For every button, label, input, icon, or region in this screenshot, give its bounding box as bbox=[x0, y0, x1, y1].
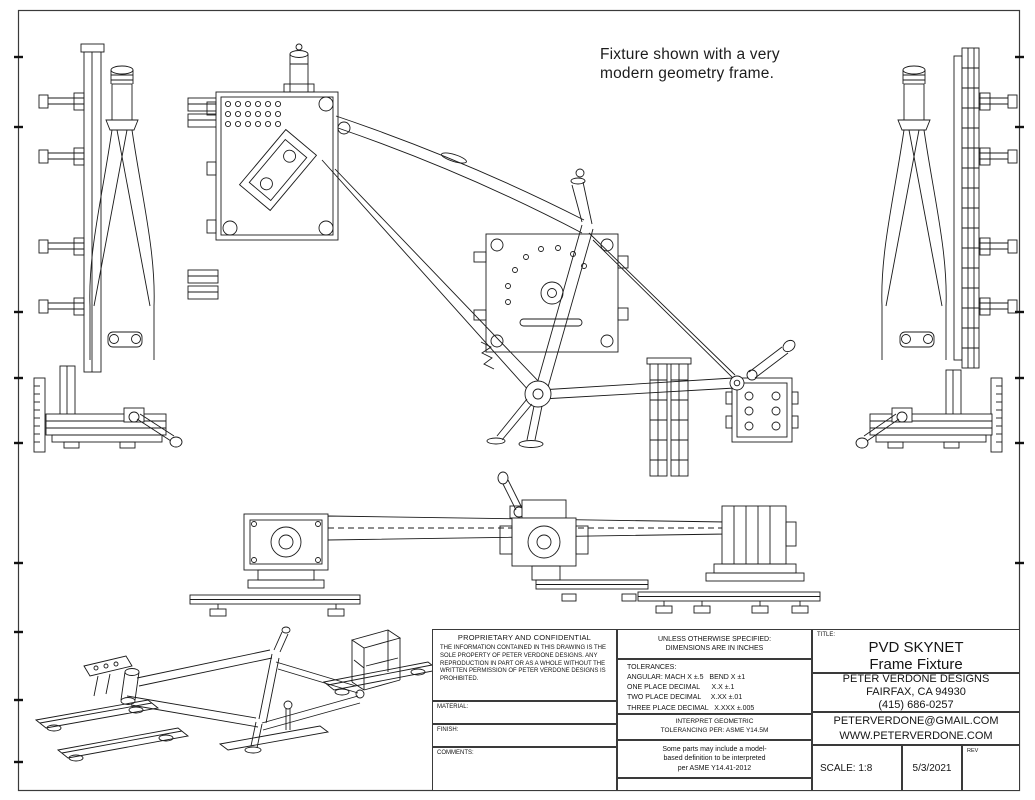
frame-front-silhouette bbox=[89, 65, 155, 360]
iso-front-plate bbox=[83, 655, 133, 697]
zone-ticks bbox=[14, 55, 1024, 764]
mbd-note-cell: Some parts may include a model- based de… bbox=[617, 740, 812, 778]
material-cell: MATERIAL: bbox=[432, 701, 617, 724]
rev-label: REV bbox=[967, 748, 979, 754]
finish-cell: FINISH: bbox=[432, 724, 617, 747]
proprietary-body: THE INFORMATION CONTAINED IN THIS DRAWIN… bbox=[440, 645, 607, 683]
contact-cell: PETERVERDONE@GMAIL.COM WWW.PETERVERDONE.… bbox=[812, 712, 1020, 745]
base-assembly bbox=[45, 365, 183, 449]
drawing-title-line1: PVD SKYNET bbox=[868, 639, 964, 656]
left-pedestal bbox=[243, 513, 329, 589]
proprietary-heading: PROPRIETARY AND CONFIDENTIAL bbox=[457, 633, 592, 642]
bike-frame bbox=[321, 115, 739, 400]
iso-rear-tower bbox=[350, 629, 402, 691]
iso-base-rails bbox=[34, 699, 330, 762]
left-rail-stubs bbox=[187, 97, 219, 300]
scale-cell: SCALE: 1:8 bbox=[812, 745, 902, 791]
tower-plate-edge bbox=[953, 47, 980, 369]
rev-cell: REV bbox=[962, 745, 1020, 791]
top-post bbox=[283, 43, 315, 93]
view-plan bbox=[189, 471, 821, 617]
iso-rear-rail bbox=[322, 661, 440, 696]
company-cell: PETER VERDONE DESIGNS FAIRFAX, CA 94930 … bbox=[812, 673, 1020, 712]
rear-pivot bbox=[729, 375, 745, 391]
dropout-plate bbox=[725, 377, 799, 443]
frame-front-silhouette bbox=[881, 65, 947, 360]
head-tower-plate bbox=[206, 91, 339, 241]
interpret-cell: INTERPRET GEOMETRIC TOLERANCING PER: ASM… bbox=[617, 714, 812, 740]
bb-support bbox=[486, 380, 552, 448]
title-cell: TITLE: PVD SKYNET Frame Fixture bbox=[812, 629, 1020, 673]
drawing-title-line2: Frame Fixture bbox=[869, 655, 963, 673]
title-label: TITLE: bbox=[817, 632, 836, 638]
spring-detail bbox=[480, 341, 495, 370]
clamp-bolts bbox=[979, 92, 1018, 316]
rear-rails bbox=[646, 357, 692, 477]
scale-strip bbox=[33, 377, 46, 453]
annotation-note: Fixture shown with a very modern geometr… bbox=[600, 46, 780, 82]
datum-hole bbox=[337, 121, 351, 135]
scale-strip bbox=[990, 377, 1003, 453]
view-main-side bbox=[187, 43, 799, 477]
iso-frame bbox=[120, 626, 365, 731]
date-cell: 5/3/2021 bbox=[902, 745, 962, 791]
proprietary-cell: PROPRIETARY AND CONFIDENTIAL THE INFORMA… bbox=[432, 629, 617, 701]
clamp-handle bbox=[746, 339, 796, 381]
view-right-ortho bbox=[855, 47, 1018, 453]
view-left-ortho bbox=[33, 43, 183, 453]
view-isometric bbox=[34, 626, 440, 762]
head-clamp-block bbox=[238, 128, 318, 212]
right-pedestal bbox=[705, 505, 805, 582]
clamp-bolts bbox=[38, 92, 85, 316]
base-assembly bbox=[855, 369, 993, 449]
iso-bb-post bbox=[244, 700, 293, 754]
spare-cell bbox=[617, 778, 812, 791]
comments-cell: COMMENTS: bbox=[432, 747, 617, 791]
right-base-rail bbox=[637, 591, 821, 614]
unless-otherwise-cell: UNLESS OTHERWISE SPECIFIED: DIMENSIONS A… bbox=[617, 629, 812, 659]
left-base-rail bbox=[189, 594, 361, 617]
center-tower bbox=[499, 499, 649, 602]
tolerances-cell: TOLERANCES: ANGULAR: MACH X ±.5 BEND X ±… bbox=[617, 659, 812, 714]
